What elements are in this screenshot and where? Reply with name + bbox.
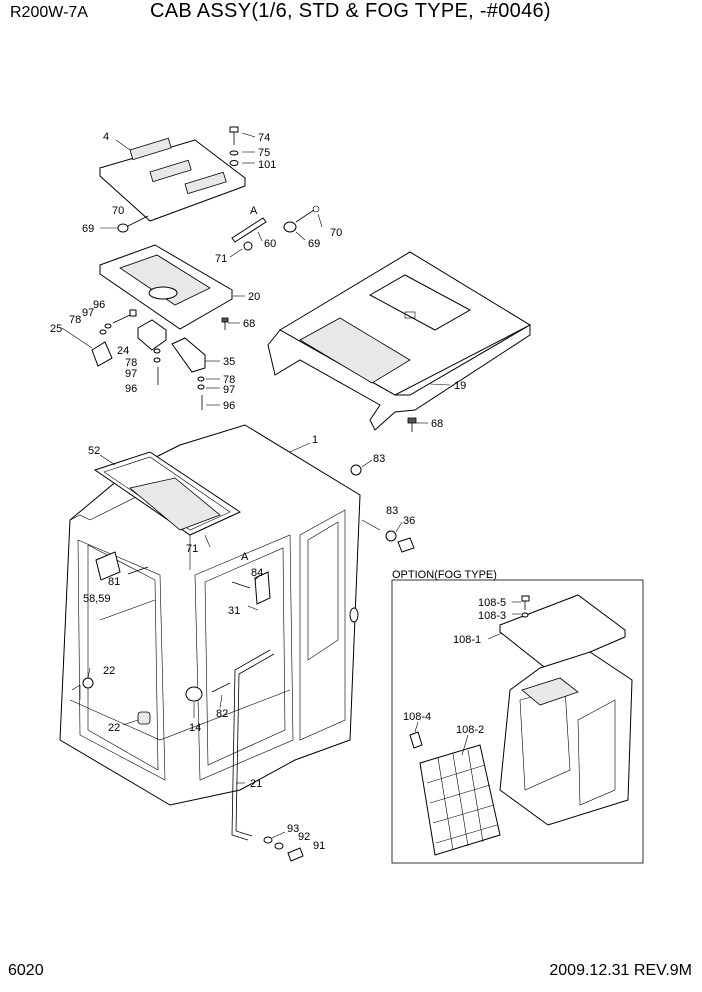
callout-97-b: 97 xyxy=(125,368,137,380)
callout-52: 52 xyxy=(88,445,100,457)
callout-78-b: 78 xyxy=(125,357,137,369)
callout-83-bottom: 83 xyxy=(386,505,398,517)
roof-cover-part-4 xyxy=(99,137,247,222)
callout-60: 60 xyxy=(264,238,276,250)
callout-1: 1 xyxy=(312,434,318,446)
bolt-91-92-93 xyxy=(263,836,304,862)
callout-108-3: 108-3 xyxy=(478,610,506,622)
callout-A-middle: A xyxy=(241,551,249,563)
callout-14: 14 xyxy=(189,722,201,734)
pin-69-70-left xyxy=(117,215,149,233)
bolt-68-b xyxy=(407,417,417,432)
callout-A-top: A xyxy=(250,205,258,217)
callout-78-c: 78 xyxy=(223,374,235,386)
revision-date: 2009.12.31 REV.9M xyxy=(549,962,692,979)
page-number: 6020 xyxy=(8,962,44,979)
bracket-35 xyxy=(171,337,206,373)
callout-70-left: 70 xyxy=(112,205,124,217)
nut-83-bolt-36 xyxy=(350,464,415,553)
callout-69-left: 69 xyxy=(82,223,94,235)
callout-108-5: 108-5 xyxy=(478,597,506,609)
roof-panel-part-19 xyxy=(267,251,532,431)
callout-81: 81 xyxy=(108,576,120,588)
callout-71-top: 71 xyxy=(215,253,227,265)
callout-35: 35 xyxy=(223,356,235,368)
callout-58-59: 58,59 xyxy=(83,593,111,605)
bolt-68-a xyxy=(221,317,229,330)
callout-84: 84 xyxy=(251,567,263,579)
plate-25 xyxy=(91,341,113,367)
callout-108-4: 108-4 xyxy=(403,711,431,723)
bolt-74 xyxy=(229,126,239,166)
bolt-108-5 xyxy=(521,595,530,618)
bolts-96-97-78 xyxy=(99,309,205,410)
callout-108-1: 108-1 xyxy=(453,634,481,646)
callout-92: 92 xyxy=(298,831,310,843)
callout-69-right: 69 xyxy=(308,238,320,250)
bracket-24 xyxy=(137,319,167,351)
callout-31: 31 xyxy=(228,605,240,617)
leader-lines xyxy=(61,132,521,839)
callout-22-b: 22 xyxy=(108,722,120,734)
guard-plate-108-1 xyxy=(499,594,626,671)
callout-labels: 4 74 75 101 A 70 69 60 71 69 70 20 68 96… xyxy=(50,131,506,852)
callout-4: 4 xyxy=(103,131,109,143)
callout-74: 74 xyxy=(258,132,270,144)
callout-97-c: 97 xyxy=(223,384,235,396)
bracket-81 xyxy=(95,551,149,581)
stopper-22 xyxy=(71,677,151,725)
callout-96-a: 96 xyxy=(93,299,105,311)
callout-20: 20 xyxy=(248,291,260,303)
callout-108-2: 108-2 xyxy=(456,724,484,736)
callout-93: 93 xyxy=(287,823,299,835)
callout-22-a: 22 xyxy=(103,665,115,677)
latch-84-31 xyxy=(231,571,271,605)
cab-body-part-1 xyxy=(59,424,361,806)
callout-78-a: 78 xyxy=(69,314,81,326)
callout-21: 21 xyxy=(250,778,262,790)
model-code: R200W-7A xyxy=(10,4,88,21)
bolt-108-4 xyxy=(409,731,423,749)
option-box-label: OPTION(FOG TYPE) xyxy=(392,569,497,581)
sunroof-glass xyxy=(129,477,221,531)
callout-101: 101 xyxy=(258,159,276,171)
option-box-frame xyxy=(391,579,644,864)
callout-68-bottom: 68 xyxy=(431,418,443,430)
hatch-frame-part-20 xyxy=(98,244,233,330)
mini-cab-fog xyxy=(499,651,633,826)
callout-19: 19 xyxy=(454,380,466,392)
diagram-title: CAB ASSY(1/6, STD & FOG TYPE, -#0046) xyxy=(150,0,551,22)
callout-25: 25 xyxy=(50,323,62,335)
guard-grid-108-2 xyxy=(419,744,501,856)
callout-97-a: 97 xyxy=(82,307,94,319)
callout-71-middle: 71 xyxy=(186,543,198,555)
callout-36: 36 xyxy=(403,515,415,527)
callout-68-top: 68 xyxy=(243,318,255,330)
callout-24: 24 xyxy=(117,345,129,357)
callout-83-top: 83 xyxy=(373,453,385,465)
callout-82: 82 xyxy=(216,708,228,720)
callout-91: 91 xyxy=(313,840,325,852)
callout-96-b: 96 xyxy=(125,383,137,395)
pin-60 xyxy=(231,217,267,251)
pin-69-70-right xyxy=(283,205,320,233)
callout-75: 75 xyxy=(258,147,270,159)
rod-21 xyxy=(231,649,275,841)
callout-70-right: 70 xyxy=(330,227,342,239)
callout-96-c: 96 xyxy=(223,400,235,412)
handle-14-bolt-82 xyxy=(185,682,231,702)
